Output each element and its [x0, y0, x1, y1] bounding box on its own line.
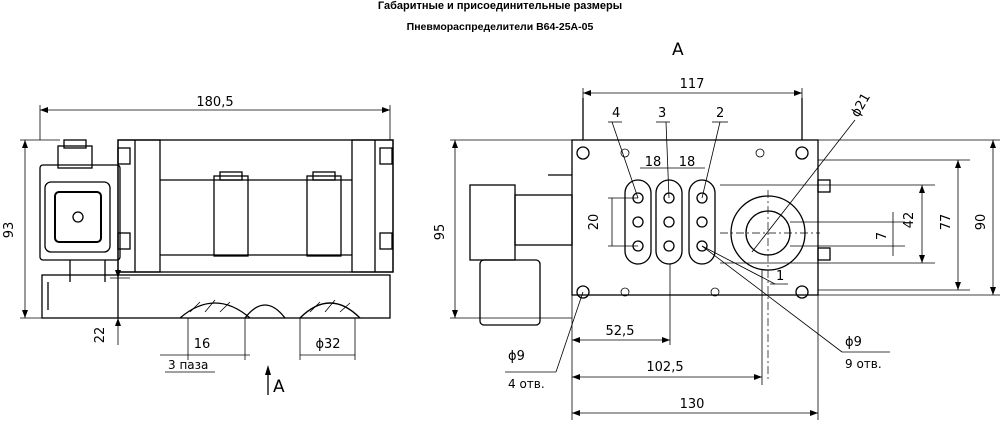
dim-row-spacing-label: 20	[587, 214, 602, 231]
dim-bore-label: ϕ21	[848, 91, 874, 120]
side-view: 180,5 93 22	[2, 95, 394, 397]
dim-pitch-1-label: 18	[645, 155, 662, 170]
drawing-title: Габаритные и присоединительные размеры	[377, 0, 623, 12]
hole-a-note-label: 4 отв.	[508, 377, 545, 391]
port-label-4: 4	[612, 106, 620, 121]
port-label-1: 1	[776, 269, 784, 284]
dim-base-label: 22	[93, 327, 108, 344]
dim-length-label: 180,5	[196, 95, 233, 110]
view-title-label: A	[672, 40, 684, 60]
dim-x3-label: 130	[680, 397, 705, 412]
view-arrow-label: A	[273, 377, 285, 397]
hole-a-dia-label: ϕ9	[508, 349, 525, 364]
plan-view: A 117	[433, 40, 1000, 420]
dim-x2-label: 102,5	[646, 360, 683, 375]
drawing-subtitle: Пневмораспределители В64-25А-05	[406, 21, 594, 33]
dim-height-label: 93	[2, 222, 17, 239]
hole-b-dia-label: ϕ9	[845, 335, 862, 350]
dim-x1-label: 52,5	[606, 324, 635, 339]
dim-slot-label: 16	[194, 337, 211, 352]
port-label-2: 2	[716, 106, 724, 121]
dim-port-spacing-label: 42	[902, 212, 917, 229]
dim-height-inner-label: 77	[939, 214, 954, 231]
dim-port-label: ϕ32	[315, 337, 340, 352]
dim-small-label: 7	[875, 232, 890, 240]
dim-width-top-label: 117	[680, 77, 705, 92]
port-label-3: 3	[658, 106, 666, 121]
dim-height-mid-label: 90	[974, 214, 989, 231]
dim-pitch-2-label: 18	[679, 155, 696, 170]
hole-b-note-label: 9 отв.	[845, 357, 882, 371]
slot-note: 3 паза	[168, 358, 208, 372]
dim-height-total-label: 95	[433, 224, 448, 241]
